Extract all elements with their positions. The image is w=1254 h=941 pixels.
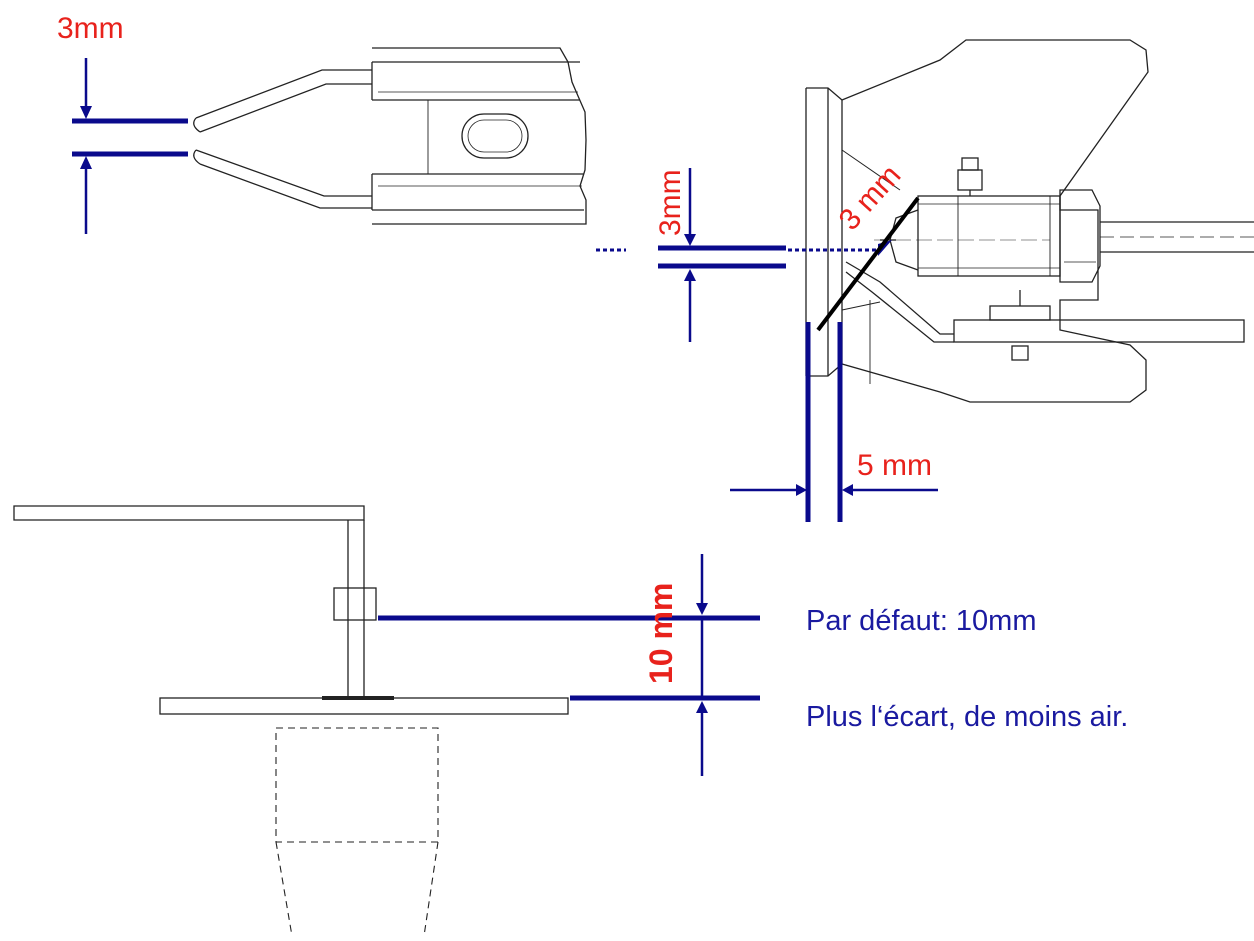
default-note: Par défaut: 10mm xyxy=(806,605,1037,637)
diffuser-assembly xyxy=(13,505,569,937)
electrode-gap-dimension xyxy=(72,58,188,234)
plate-gap-dimension xyxy=(378,554,760,776)
electrode-assembly xyxy=(193,47,587,225)
horizontal-gap-label: 5 mm xyxy=(857,449,932,482)
burner-head xyxy=(805,39,1254,403)
angled-gap-line xyxy=(816,196,920,332)
plate-gap-label: 10 mm xyxy=(643,583,679,684)
horizontal-gap-dimension xyxy=(730,322,938,522)
electrode-gap-label: 3mm xyxy=(57,12,124,45)
rule-note: Plus l‘écart, de moins air. xyxy=(806,701,1128,733)
vertical-gap-dimension xyxy=(596,168,892,342)
vertical-gap-label: 3mm xyxy=(654,169,687,236)
